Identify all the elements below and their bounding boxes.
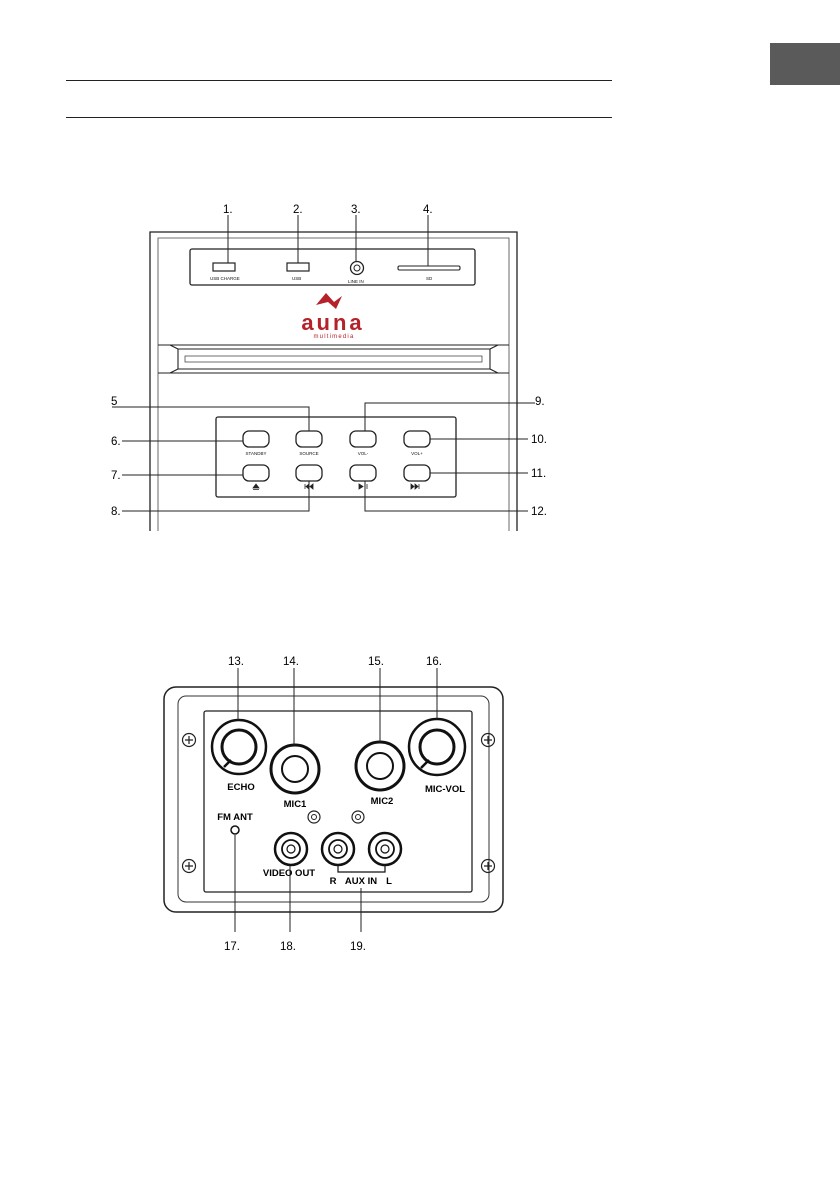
disc-slot-opening [185,356,482,362]
line-in-jack-inner [354,265,360,271]
usb-charge-port [213,263,235,271]
port-label-line-in: LINE IN [348,279,364,284]
callout-13: 13. [228,656,244,668]
callout-9: 9. [535,396,545,408]
callout-8: 8. [111,506,121,518]
aux-r-label: R [330,876,337,887]
standby-button[interactable] [243,431,269,447]
fm-ant-label: FM ANT [217,812,253,823]
callout-10: 10. [531,434,547,446]
callout-12: 12. [531,506,547,518]
button-panel [216,417,456,497]
mic1-jack [271,745,319,793]
mic-vol-knob[interactable] [409,719,465,775]
callout-7: 7. [111,470,121,482]
port-label-sd: SD [426,276,433,281]
callout-6: 6. [111,436,121,448]
aux-bracket [338,866,385,872]
eject-button[interactable] [243,465,269,481]
callout-11: 11. [531,468,546,480]
rear-panel-diagram: ECHO MIC1 MIC2 MIC-VOL FM ANT VIDEO OUT … [164,656,503,953]
screw-bottom-right [482,860,495,873]
source-button[interactable] [296,431,322,447]
fm-ant-socket [231,826,239,834]
leader-12 [365,481,528,511]
mic2-label: MIC2 [371,796,394,807]
source-label: SOURCE [299,451,318,456]
screw-top-left [183,734,196,747]
mic-vol-label: MIC-VOL [425,784,465,795]
front-panel-diagram: USB CHARGE USB LINE IN SD auna multimedi… [111,204,547,531]
usb-port [287,263,309,271]
vol-down-button[interactable] [350,431,376,447]
callout-18: 18. [280,941,296,953]
line-in-jack [351,262,364,275]
housing-outline [150,232,517,531]
sd-slot [398,266,460,270]
echo-label: ECHO [227,782,254,793]
auna-logo: auna multimedia [301,293,364,340]
screw-bottom-left [183,860,196,873]
mic2-jack [356,742,404,790]
callout-17: 17. [224,941,240,953]
rear-plate-frame [178,696,489,902]
callout-4: 4. [423,204,433,216]
eject-icon [253,484,259,490]
callout-5: 5 [111,396,117,408]
callout-15: 15. [368,656,384,668]
video-out-jack [275,833,307,865]
logo-tagline: multimedia [313,334,354,340]
aux-in-label: AUX IN [345,876,377,887]
screw-mid-left [308,811,320,823]
logo-wordmark: auna [301,310,364,335]
callout-3: 3. [351,204,361,216]
callout-19: 19. [350,941,366,953]
callout-14: 14. [283,656,299,668]
next-button[interactable] [404,465,430,481]
prev-button[interactable] [296,465,322,481]
echo-knob[interactable] [212,720,266,774]
vol-up-button[interactable] [404,431,430,447]
screw-top-right [482,734,495,747]
port-label-usb: USB [292,276,301,281]
video-out-label: VIDEO OUT [263,868,315,879]
play-pause-icon [359,484,367,489]
port-label-usb-charge: USB CHARGE [210,276,240,281]
callout-2: 2. [293,204,303,216]
skip-forward-icon [411,484,419,489]
aux-l-label: L [386,876,392,887]
logo-emblem-icon [316,293,342,309]
mic1-label: MIC1 [284,799,307,810]
play-pause-button[interactable] [350,465,376,481]
screw-mid-right [352,811,364,823]
standby-label: STANDBY [246,451,267,456]
disc-slot [158,345,509,373]
callout-1: 1. [223,204,233,216]
aux-in-l-jack [369,833,401,865]
callout-16: 16. [426,656,442,668]
vol-down-label: VOL- [358,451,369,456]
leader-5 [112,407,309,431]
aux-in-r-jack [322,833,354,865]
vol-up-label: VOL+ [411,451,423,456]
